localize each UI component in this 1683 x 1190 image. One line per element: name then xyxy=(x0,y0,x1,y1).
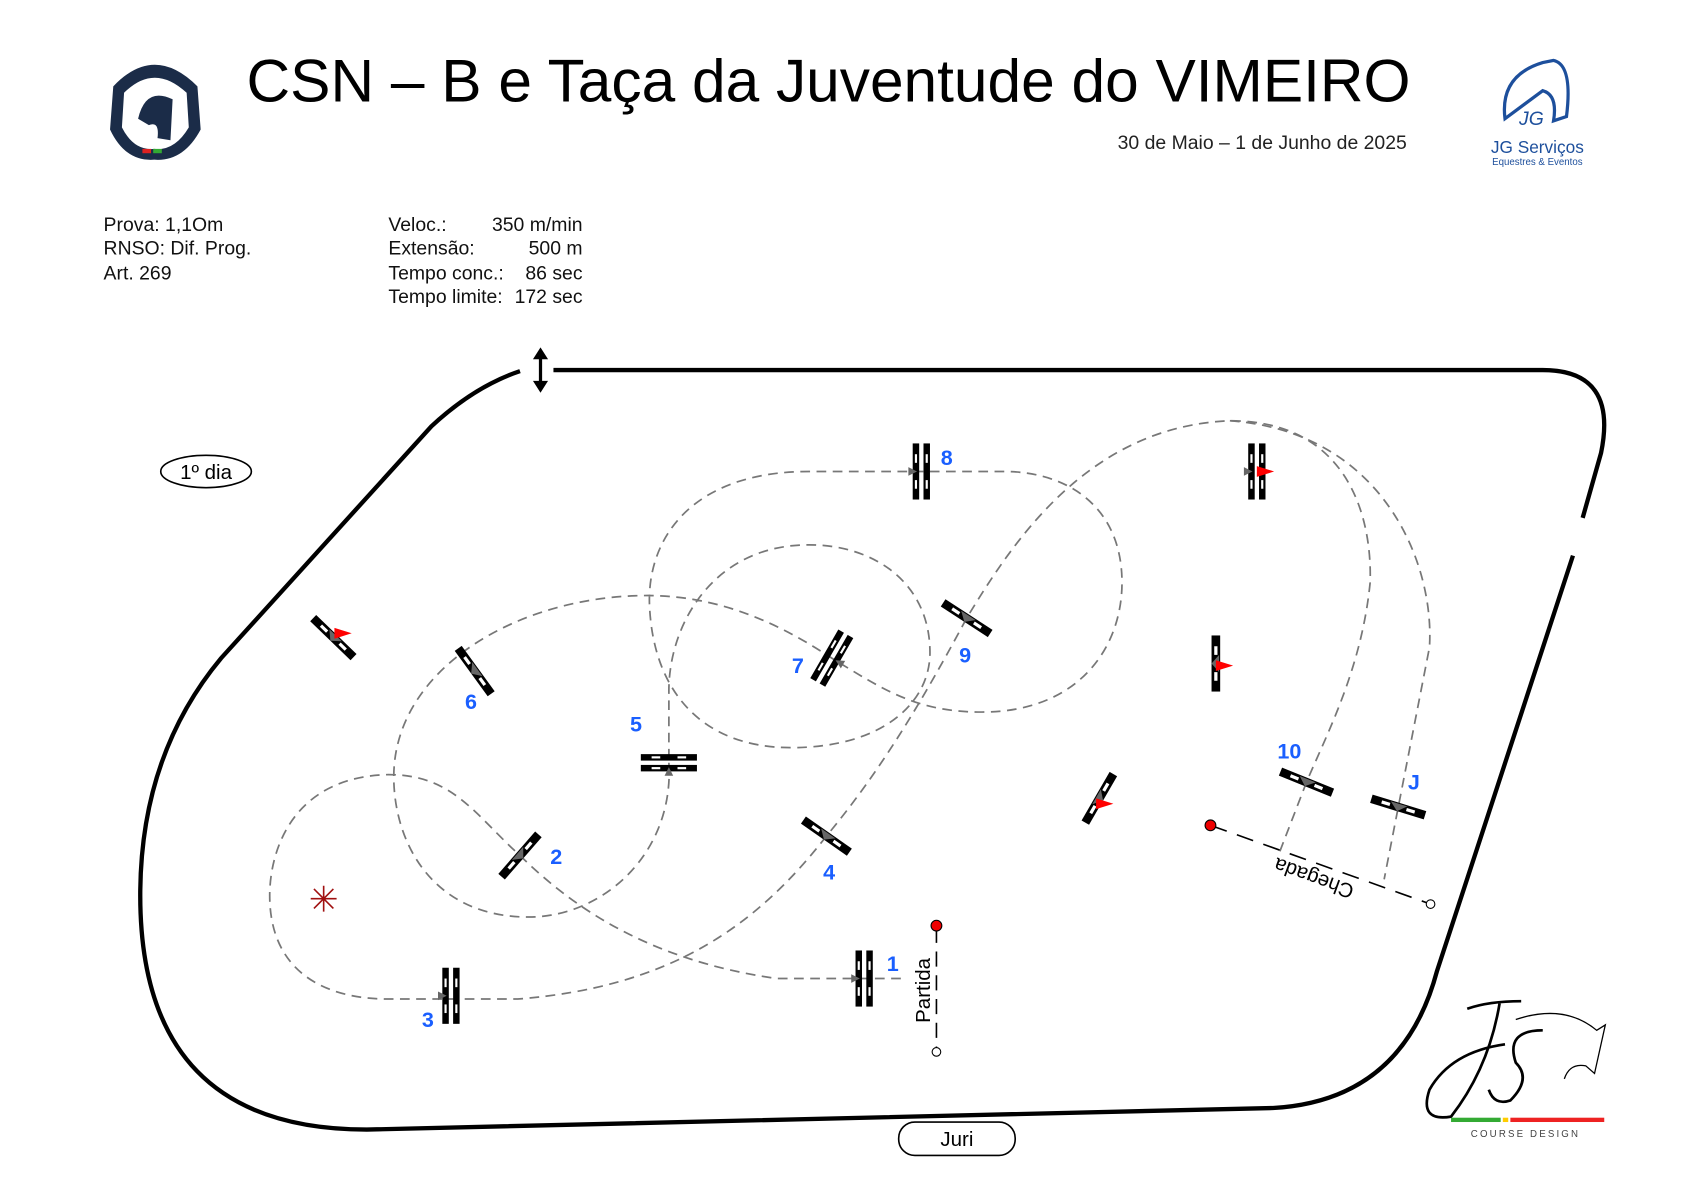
obstacle-8[interactable] xyxy=(908,443,930,500)
day-label: 1º dia xyxy=(159,454,253,489)
svg-text:Equestres & Eventos: Equestres & Eventos xyxy=(1492,157,1583,168)
obstacle-number-3: 3 xyxy=(422,1007,434,1032)
obstacle-number-7: 7 xyxy=(792,653,804,678)
class-info: Prova: 1,1Om RNSO: Dif. Prog. Art. 269 xyxy=(104,214,252,285)
gate-arrow-icon xyxy=(532,347,549,393)
course-track xyxy=(268,419,1431,1000)
svg-text:Tempo conc.:: Tempo conc.: xyxy=(388,262,503,284)
svg-text:Art. 269: Art. 269 xyxy=(104,262,172,284)
jg-logo: JG JG Serviços Equestres & Eventos xyxy=(1491,58,1584,168)
finish-label: Chegada xyxy=(1270,853,1357,903)
obstacle-1[interactable] xyxy=(851,950,873,1007)
obstacle-4[interactable] xyxy=(800,816,852,856)
svg-text:Tempo limite:: Tempo limite: xyxy=(388,286,502,308)
jury-box: Juri xyxy=(897,1121,1017,1157)
obstacle-number-joker: J xyxy=(1408,770,1420,795)
svg-text:86 sec: 86 sec xyxy=(525,262,582,284)
svg-text:1º dia: 1º dia xyxy=(180,461,233,484)
obstacle-number-5: 5 xyxy=(630,711,642,736)
svg-text:172 sec: 172 sec xyxy=(515,286,583,308)
svg-text:Prova: 1,1Om: Prova: 1,1Om xyxy=(104,214,224,236)
start-label: Partida xyxy=(912,957,935,1023)
svg-text:Juri: Juri xyxy=(940,1128,973,1151)
svg-text:COURSE DESIGN: COURSE DESIGN xyxy=(1471,1129,1580,1140)
federation-logo xyxy=(110,64,201,160)
page-title: CSN – B e Taça da Juventude do VIMEIRO xyxy=(247,46,1411,114)
event-dates: 30 de Maio – 1 de Junho de 2025 xyxy=(1118,132,1407,154)
svg-text:500 m: 500 m xyxy=(529,238,583,260)
obstacle-9[interactable] xyxy=(940,599,993,638)
svg-text:350 m/min: 350 m/min xyxy=(492,214,583,236)
course-specs: Veloc.: 350 m/min Extensão: 500 m Tempo … xyxy=(388,214,582,308)
obstacle-10[interactable] xyxy=(1278,767,1335,797)
svg-text:Extensão:: Extensão: xyxy=(388,238,474,260)
obstacle-3[interactable] xyxy=(438,967,460,1024)
obstacle-number-9: 9 xyxy=(959,642,971,667)
obstacle-number-6: 6 xyxy=(465,689,477,714)
finish-line: Chegada xyxy=(1204,819,1436,909)
decoration-star-icon xyxy=(310,885,337,912)
designer-logo: COURSE DESIGN xyxy=(1425,999,1607,1140)
svg-text:JG Serviços: JG Serviços xyxy=(1491,137,1584,157)
obstacle-number-4: 4 xyxy=(823,859,835,884)
obstacle-number-10: 10 xyxy=(1277,738,1301,763)
start-line: Partida xyxy=(912,919,943,1057)
obstacle-number-1: 1 xyxy=(887,951,899,976)
arena-boundary xyxy=(138,367,1607,1132)
obstacle-number-2: 2 xyxy=(550,844,562,869)
obstacle-joker[interactable] xyxy=(1370,794,1427,820)
obstacle-7[interactable] xyxy=(810,629,858,689)
svg-text:RNSO: Dif. Prog.: RNSO: Dif. Prog. xyxy=(104,238,252,260)
svg-text:Veloc.:: Veloc.: xyxy=(388,214,446,236)
obstacle-2[interactable] xyxy=(498,831,542,880)
svg-text:JG: JG xyxy=(1518,108,1544,130)
obstacle-5[interactable] xyxy=(640,754,697,776)
obstacle-number-8: 8 xyxy=(941,445,953,470)
